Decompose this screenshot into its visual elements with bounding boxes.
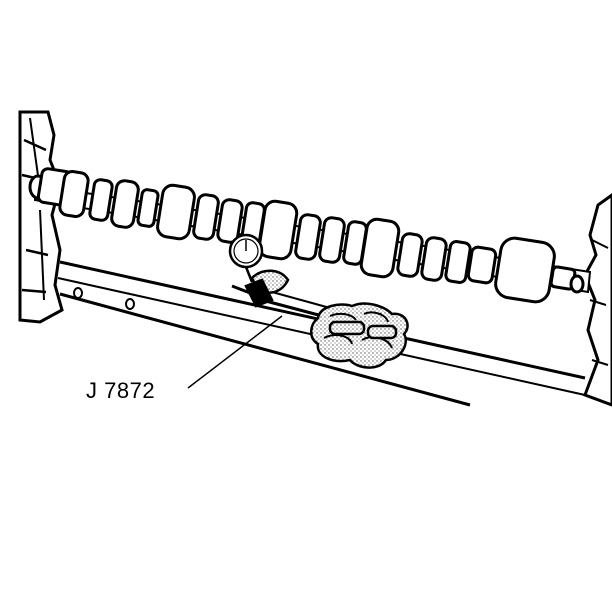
rail-hole (125, 298, 135, 310)
right-support-stand (583, 193, 612, 407)
callout-leader (187, 315, 283, 389)
tool-callout-label: J 7872 (86, 378, 156, 403)
left-support-stand (18, 110, 64, 324)
cam-lobe (58, 170, 556, 304)
magnetic-base (261, 291, 409, 369)
camshaft (28, 167, 592, 304)
rail-hole (73, 287, 83, 299)
